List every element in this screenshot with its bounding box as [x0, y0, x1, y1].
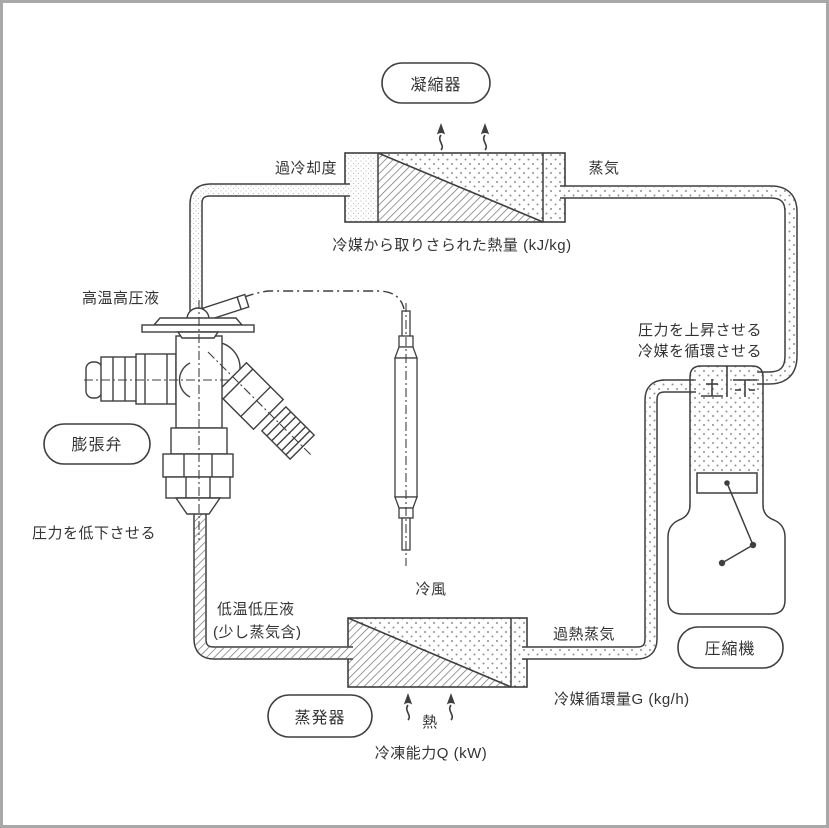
heat-out-arrow	[479, 122, 491, 151]
condenser-label: 凝縮器	[410, 76, 461, 94]
slight-vapor-label: (少し蒸気含)	[213, 624, 302, 641]
valve-plate-icon	[701, 366, 757, 397]
pipe-low-pressure-liquid	[193, 510, 353, 660]
connecting-rod	[726, 482, 754, 546]
heat-out-arrow	[435, 122, 447, 151]
evaporator-box	[347, 617, 528, 688]
evaporator-label: 蒸発器	[294, 709, 345, 727]
evaporator-bubble: 蒸発器	[267, 694, 373, 738]
cold-air-label: 冷風	[415, 581, 446, 598]
low-temp-liquid-label: 低温低圧液	[217, 601, 295, 618]
pipe-discharge-vapor	[560, 185, 798, 385]
crank-arm	[721, 544, 754, 564]
sensing-bulb	[394, 303, 418, 566]
condenser-box	[344, 152, 566, 223]
compressor	[667, 365, 786, 615]
expansion-valve-bubble: 膨張弁	[43, 423, 151, 465]
expansion-valve-label: 膨張弁	[71, 436, 122, 454]
compressor-bubble: 圧縮機	[677, 626, 784, 669]
pressure-lowered-label: 圧力を低下させる	[32, 525, 156, 542]
pressure-raised-label: 圧力を上昇させる	[638, 322, 762, 339]
refrigeration-capacity-label: 冷凍能力Q (kW)	[375, 745, 487, 762]
vapor-label: 蒸気	[588, 160, 619, 177]
high-temp-liquid-label: 高温高圧液	[82, 290, 160, 307]
heat-in-arrow	[402, 692, 414, 721]
superheated-vapor-label: 過熱蒸気	[553, 626, 615, 643]
pipe-liquid-line	[189, 183, 350, 316]
heat-in-arrow	[445, 692, 457, 721]
pipe-suction-vapor	[522, 379, 696, 660]
subcooling-label: 過冷却度	[275, 160, 337, 177]
heat-label: 熱	[422, 714, 438, 731]
condenser-bubble: 凝縮器	[381, 62, 491, 104]
crankcase-outline	[667, 504, 786, 615]
circulation-rate-label: 冷媒循環量G (kg/h)	[554, 691, 690, 708]
refrigerant-circulated-label: 冷媒を循環させる	[638, 343, 762, 360]
expansion-valve	[84, 293, 316, 540]
compressor-label: 圧縮機	[704, 640, 755, 658]
heat-removed-label: 冷媒から取りさられた熱量 (kJ/kg)	[332, 237, 571, 254]
capillary-tube	[225, 290, 405, 310]
